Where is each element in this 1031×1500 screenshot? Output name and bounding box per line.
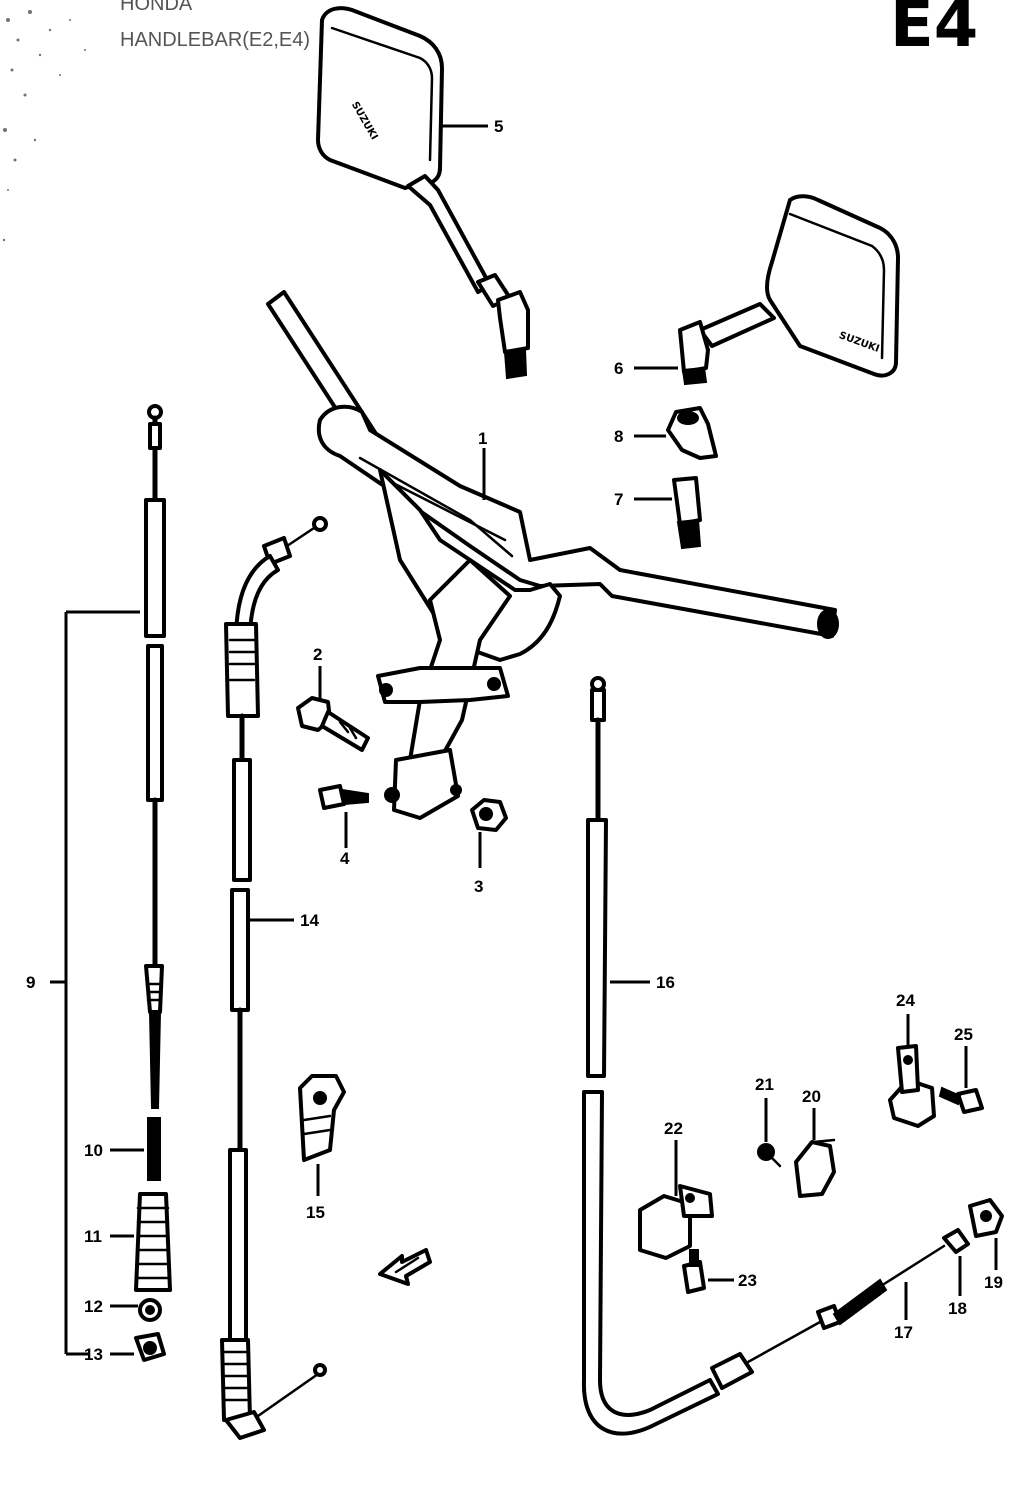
- callout-7: 7: [614, 490, 623, 509]
- part-25-screw: [938, 1046, 984, 1114]
- callout-11: 11: [84, 1227, 102, 1246]
- callout-16: 16: [656, 973, 675, 992]
- part-10-cable-adjuster: [110, 1117, 161, 1181]
- callout-20: 20: [802, 1087, 821, 1106]
- callout-2: 2: [313, 645, 322, 664]
- callout-13: 13: [84, 1345, 103, 1364]
- part-3-nut: [470, 798, 508, 868]
- page-code: E4: [890, 0, 978, 62]
- part-24-switch-clamp: [888, 1014, 936, 1128]
- part-7-mirror-adaptor: [634, 476, 702, 550]
- callout-24: 24: [896, 991, 915, 1010]
- part-4-bolt: [318, 784, 369, 848]
- part-17-cable-end: [710, 1244, 946, 1390]
- callout-23: 23: [738, 1271, 757, 1290]
- callout-6: 6: [614, 359, 623, 378]
- callout-14: 14: [300, 911, 319, 930]
- callout-3: 3: [474, 877, 483, 896]
- part-20-clamp: [794, 1108, 836, 1198]
- callout-25: 25: [954, 1025, 973, 1044]
- mirror-right: SUZUKI: [634, 194, 900, 386]
- part-16-clutch-cable: [581, 676, 720, 1436]
- mirror-left: SUZUKI: [316, 6, 530, 380]
- part-13-cable-end-nut: [110, 1332, 166, 1362]
- part-11-cable-boot: [110, 1192, 172, 1292]
- callout-5: 5: [494, 117, 503, 136]
- part-12-locknut: [110, 1298, 162, 1322]
- faded-brand-text: HONDA: [120, 0, 193, 15]
- part-2-bolt: [296, 666, 370, 752]
- callout-12: 12: [84, 1297, 103, 1316]
- forward-direction-arrow-icon: [378, 1248, 432, 1286]
- callout-17: 17: [894, 1323, 913, 1342]
- scan-noise: [2, 10, 86, 242]
- callout-22: 22: [664, 1119, 683, 1138]
- part-18-adjuster-nut: [942, 1228, 970, 1296]
- callout-15: 15: [306, 1203, 325, 1222]
- part-19-adjuster-cap: [968, 1198, 1004, 1270]
- part-14-speedometer-cable: [220, 516, 328, 1440]
- callout-10: 10: [84, 1141, 103, 1160]
- part-15-cable-guide: [298, 1074, 346, 1196]
- part-8-mirror-mount-cap: [634, 406, 718, 460]
- callout-19: 19: [984, 1273, 1003, 1292]
- callout-8: 8: [614, 427, 623, 446]
- callout-9: 9: [26, 973, 35, 992]
- part-1-handlebar: [266, 290, 839, 820]
- callout-labels: 1 2 3 4 5 6 7 8 9 10 11 12 13 14 15 16 1…: [26, 117, 1003, 1364]
- part-22-lever-holder: [638, 1140, 714, 1260]
- callout-4: 4: [340, 849, 350, 868]
- callout-1: 1: [478, 429, 487, 448]
- callout-21: 21: [755, 1075, 774, 1094]
- faded-title-text: HANDLEBAR(E2,E4): [120, 29, 310, 51]
- part-23-screw: [682, 1249, 734, 1294]
- part-21-screw: [757, 1098, 782, 1168]
- callout-18: 18: [948, 1299, 967, 1318]
- part-9-throttle-cable-assembly: [50, 404, 166, 1356]
